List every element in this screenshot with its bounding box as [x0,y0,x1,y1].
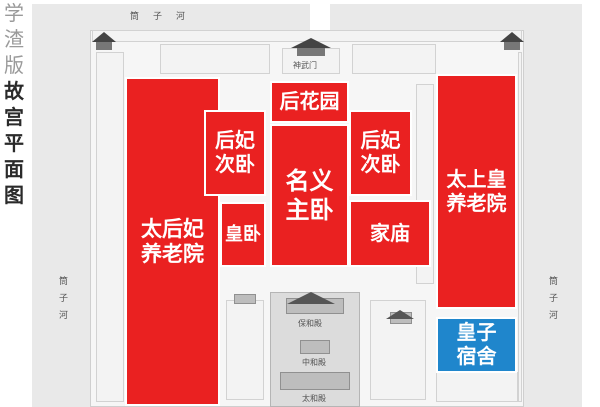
moat-east [524,4,582,407]
zone-label: 太上皇 养老院 [446,166,507,215]
hall-zhonghe-label: 中和殿 [302,358,326,367]
corner-tower-icon [92,32,116,50]
map-title: 学 渣 版 故 宫 平 面 图 [2,0,26,208]
south-west-block [226,300,264,400]
east-service-block [518,52,522,402]
title-char: 宫 [4,105,24,129]
east-river-label: 筒子河 [547,276,557,327]
zone-label: 家庙 [370,220,410,245]
north-gate-label: 神武门 [293,61,317,70]
south-far-east-block [436,372,518,402]
north-river-label: 筒子河 [130,12,200,22]
title-char: 故 [4,79,24,103]
hall-taihe-roof [280,372,350,390]
hall-baohe-label: 保和殿 [298,319,322,328]
title-char: 学 [4,1,24,25]
zone-label: 皇卧 [225,223,261,245]
hall-taihe-label: 太和殿 [302,394,326,403]
zone-consort-bedroom-east[interactable]: 后妃 次卧 [349,110,412,196]
zone-retired-emperor-residence[interactable]: 太上皇 养老院 [436,74,517,309]
corner-tower-icon [500,32,524,50]
north-west-block [160,44,270,74]
zone-master-bedroom[interactable]: 名义 主卧 [270,124,349,267]
zone-label: 后花园 [279,89,340,114]
zone-label: 皇子 宿舍 [456,320,497,368]
zone-imperial-garden[interactable]: 后花园 [270,81,349,123]
west-river-label: 筒子河 [57,276,67,327]
title-char: 渣 [4,27,24,51]
zone-label: 后妃 次卧 [215,128,255,176]
zone-princes-dormitory[interactable]: 皇子 宿舍 [436,317,517,373]
gate-tower-icon [291,38,331,56]
zone-emperor-bedroom[interactable]: 皇卧 [220,202,266,267]
zone-label: 后妃 次卧 [360,128,401,176]
gate-tower-icon [386,310,414,319]
north-east-block [352,44,436,74]
title-char: 面 [4,157,24,181]
gate-tower-icon [287,292,335,304]
title-char: 平 [4,131,24,155]
zone-label: 太后妃 养老院 [141,216,204,266]
zone-label: 名义 主卧 [285,167,334,224]
moat-west [32,4,90,407]
title-char: 图 [4,183,24,207]
zone-consort-bedroom-west[interactable]: 后妃 次卧 [204,110,266,196]
hall-zhonghe-roof [300,340,330,354]
west-service-block [96,52,124,402]
side-pavilion-west [234,294,256,304]
zone-family-temple[interactable]: 家庙 [349,200,431,267]
title-char: 版 [4,53,24,77]
